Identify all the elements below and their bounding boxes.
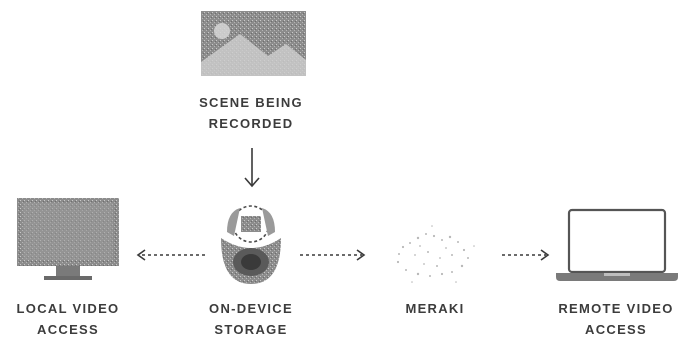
down-arrow — [244, 148, 260, 188]
local-access-label-line2: ACCESS — [37, 322, 99, 337]
local-access-label: LOCAL VIDEO ACCESS — [0, 298, 136, 340]
remote-access-label: REMOTE VIDEO ACCESS — [546, 298, 686, 340]
cloud-icon — [396, 225, 475, 283]
meraki-label: MERAKI — [380, 298, 490, 319]
landscape-image-icon — [201, 11, 306, 76]
desktop-monitor-icon — [17, 198, 119, 280]
remote-access-label-line1: REMOTE VIDEO — [558, 301, 674, 316]
laptop-icon — [556, 208, 678, 281]
dome-camera-icon — [221, 205, 281, 284]
remote-access-label-line2: ACCESS — [585, 322, 647, 337]
scene-label-line2: RECORDED — [208, 116, 294, 131]
scene-label-line1: SCENE BEING — [199, 95, 303, 110]
on-device-storage-label-line2: STORAGE — [214, 322, 288, 337]
scene-label: SCENE BEING RECORDED — [176, 92, 326, 134]
arrow-to-local-access — [136, 249, 205, 261]
arrow-to-remote-access — [502, 249, 550, 261]
on-device-storage-label-line1: ON-DEVICE — [209, 301, 293, 316]
local-access-label-line1: LOCAL VIDEO — [16, 301, 120, 316]
arrow-to-meraki — [300, 249, 366, 261]
meraki-label-line1: MERAKI — [405, 301, 465, 316]
on-device-storage-label: ON-DEVICE STORAGE — [186, 298, 316, 340]
